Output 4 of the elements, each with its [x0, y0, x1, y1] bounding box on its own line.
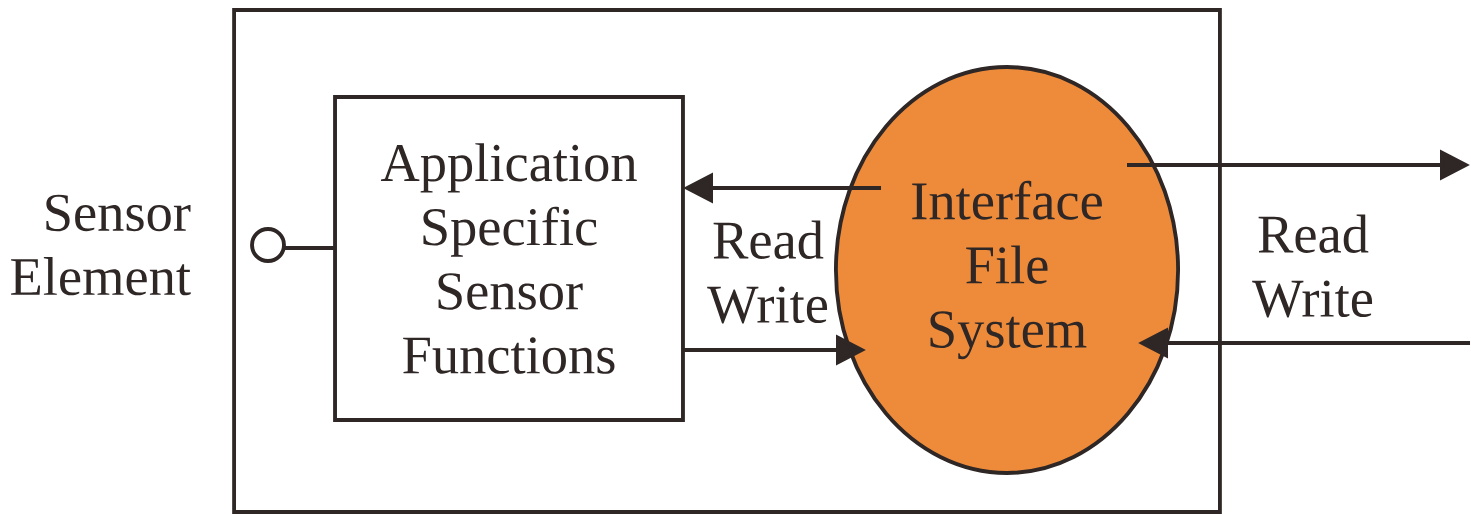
side-label: Sensor Element	[11, 194, 191, 296]
process-box: Application Specific Sensor Functions	[333, 95, 685, 422]
signal-label: Read Write	[707, 220, 828, 324]
signal-label: Read Write	[1252, 214, 1373, 318]
